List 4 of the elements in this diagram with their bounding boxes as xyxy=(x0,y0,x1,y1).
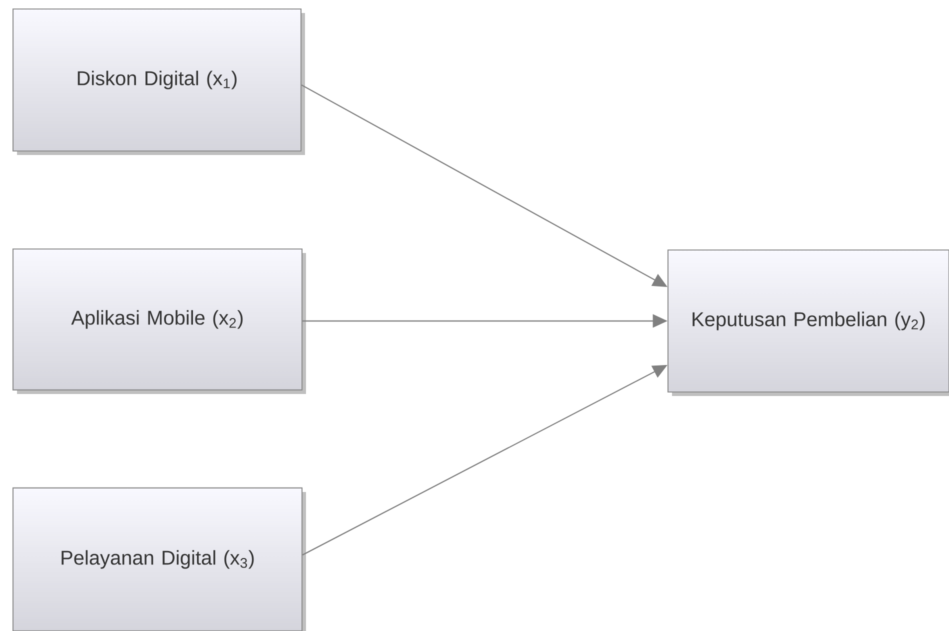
variable-box: Pelayanan Digital (x$_{3}$) xyxy=(12,487,306,631)
variable-box: Keputusan Pembelian (y$_{2}$) xyxy=(667,249,949,396)
variable-box: Aplikasi Mobile (x$_{2}$) xyxy=(12,248,306,394)
variable-box: Diskon Digital (x$_{1}$) xyxy=(12,8,305,156)
